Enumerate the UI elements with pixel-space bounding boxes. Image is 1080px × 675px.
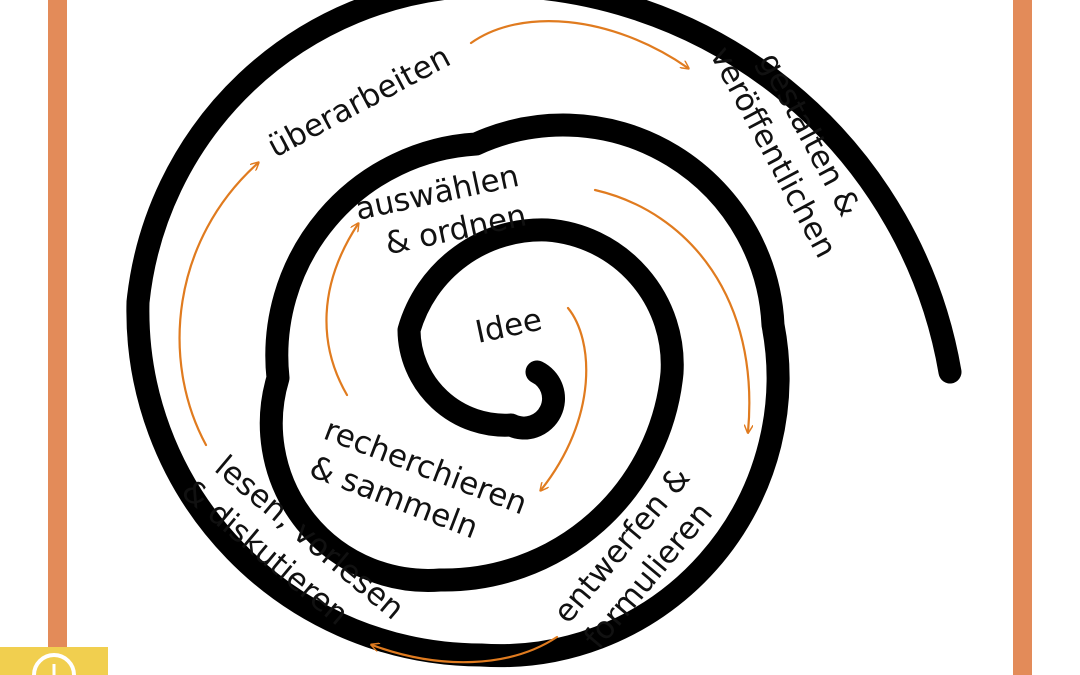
arrow-auswaehlen-to-entwerfen — [593, 188, 749, 432]
svg-text:Idee: Idee — [472, 302, 545, 351]
stage-idee-label-line-1: Idee — [472, 302, 545, 351]
arrow-recherchieren-to-auswaehlen — [325, 224, 358, 397]
stage-idee: Idee — [472, 302, 545, 351]
logo-badge — [0, 647, 108, 675]
process-arrows — [178, 20, 750, 664]
logo-badge-arc — [32, 653, 76, 675]
arrow-lesen-to-ueberarbeiten — [178, 163, 258, 447]
arrow-ueberarbeiten-to-gestalten — [469, 20, 688, 68]
arrow-entwerfen-to-lesen — [372, 635, 559, 664]
frame-right-bar — [1013, 0, 1032, 675]
spiral-line — [126, 0, 962, 668]
frame-left-bar — [48, 0, 67, 675]
arrow-idee-to-recherchieren — [541, 306, 588, 490]
